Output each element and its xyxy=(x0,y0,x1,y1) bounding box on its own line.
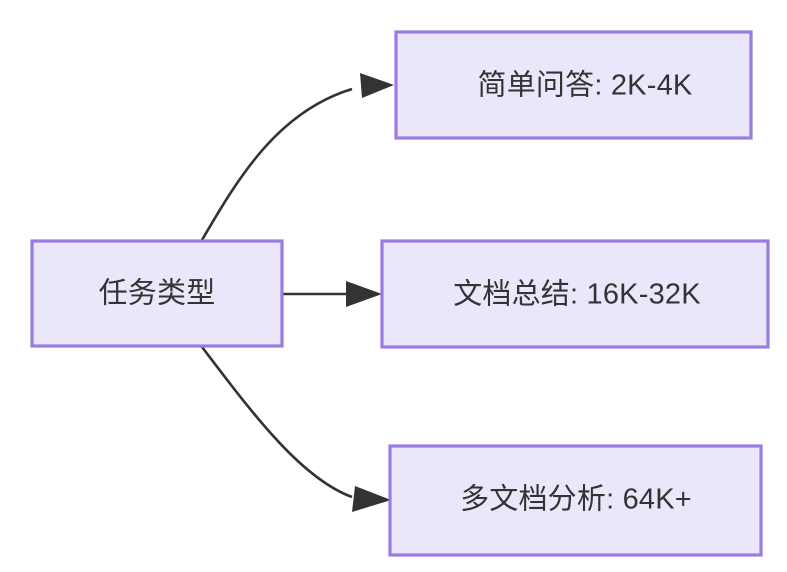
edge-group xyxy=(200,73,394,512)
arrowhead-multi-doc-analysis-icon xyxy=(352,486,391,512)
arrowhead-simple-qa-icon xyxy=(360,73,394,98)
node-multi-doc-analysis-label: 多文档分析: 64K+ xyxy=(460,483,692,516)
node-multi-doc-analysis[interactable]: 多文档分析: 64K+ xyxy=(388,444,763,557)
node-doc-summary-label: 文档总结: 16K-32K xyxy=(453,278,701,311)
node-multi-doc-analysis-box[interactable] xyxy=(388,444,763,557)
edge-task-type-to-multi-doc-analysis xyxy=(200,346,391,512)
node-group: 任务类型 简单问答: 2K-4K 文档总结: 16K-32K 多文档分析: 64… xyxy=(30,30,770,557)
node-task-type-box[interactable] xyxy=(30,239,284,348)
node-simple-qa-label: 简单问答: 2K-4K xyxy=(478,69,693,102)
edge-path-multi-doc-analysis xyxy=(200,346,353,499)
node-doc-summary-box[interactable] xyxy=(380,239,770,349)
edge-task-type-to-simple-qa xyxy=(200,73,394,241)
node-task-type-label: 任务类型 xyxy=(99,277,216,310)
node-doc-summary[interactable]: 文档总结: 16K-32K xyxy=(380,239,770,349)
edge-task-type-to-doc-summary xyxy=(283,281,382,307)
edge-path-simple-qa xyxy=(200,87,353,241)
node-simple-qa[interactable]: 简单问答: 2K-4K xyxy=(394,30,753,140)
node-simple-qa-box[interactable] xyxy=(394,30,753,140)
node-task-type[interactable]: 任务类型 xyxy=(30,239,284,348)
arrowhead-doc-summary-icon xyxy=(346,281,382,307)
